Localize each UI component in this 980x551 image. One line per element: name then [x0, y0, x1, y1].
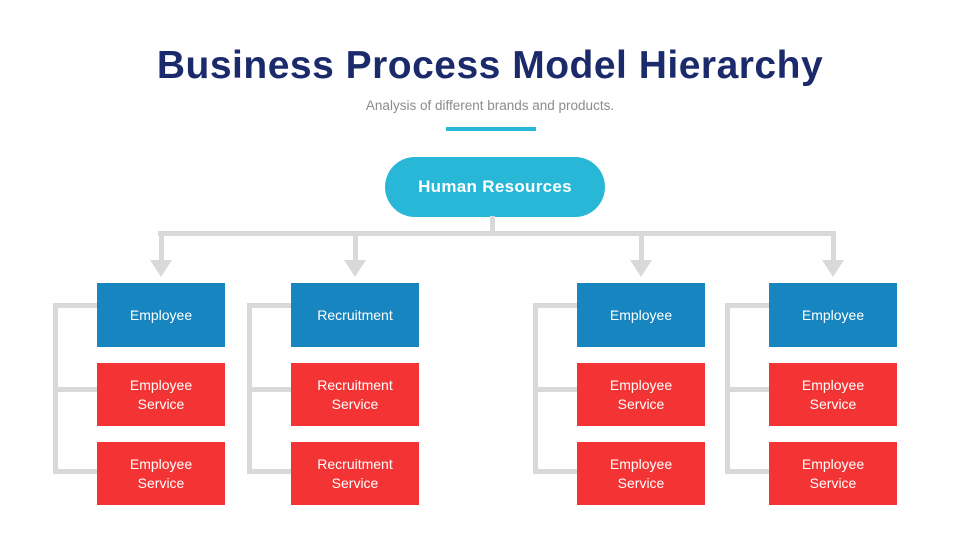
child-node-label: Employee Service [801, 455, 865, 491]
branch-stub [725, 469, 769, 474]
branch-header-label: Employee [609, 306, 673, 323]
child-node-label: Employee Service [129, 376, 193, 412]
child-node-label: Employee Service [801, 376, 865, 412]
branch-stub [533, 469, 577, 474]
child-node-label: Employee Service [129, 455, 193, 491]
child-node: Recruitment Service [291, 363, 419, 426]
branch-column-3: Employee Employee Service Employee Servi… [533, 283, 705, 505]
child-node: Employee Service [577, 363, 705, 426]
branch-header-label: Employee [129, 306, 193, 323]
drop-line-4 [831, 231, 836, 262]
branch-stub [725, 387, 769, 392]
root-node-label: Human Resources [418, 177, 572, 196]
branch-stub [533, 387, 577, 392]
trunk-line [158, 231, 836, 236]
subtitle-underline-accent [446, 127, 536, 131]
arrow-down-icon [344, 260, 366, 277]
arrow-down-icon [630, 260, 652, 277]
drop-line-1 [159, 231, 164, 262]
child-node-label: Employee Service [609, 376, 673, 412]
arrow-down-icon [150, 260, 172, 277]
drop-line-3 [639, 231, 644, 262]
branch-stub [725, 303, 769, 308]
arrow-down-icon [822, 260, 844, 277]
branch-header-node: Recruitment [291, 283, 419, 347]
child-node: Employee Service [97, 442, 225, 505]
root-node-human-resources: Human Resources [385, 157, 605, 217]
branch-header-label: Employee [801, 306, 865, 323]
child-node-label: Recruitment Service [317, 376, 393, 412]
page-subtitle: Analysis of different brands and product… [365, 98, 615, 113]
branch-stub [53, 303, 97, 308]
branch-header-node: Employee [577, 283, 705, 347]
child-node: Recruitment Service [291, 442, 419, 505]
branch-header-node: Employee [769, 283, 897, 347]
branch-stub [53, 469, 97, 474]
branch-stub [247, 469, 291, 474]
child-node: Employee Service [769, 363, 897, 426]
drop-line-2 [353, 231, 358, 262]
child-node: Employee Service [769, 442, 897, 505]
child-node-label: Employee Service [609, 455, 673, 491]
branch-column-1: Employee Employee Service Employee Servi… [53, 283, 225, 505]
branch-column-2: Recruitment Recruitment Service Recruitm… [247, 283, 419, 505]
branch-header-node: Employee [97, 283, 225, 347]
branch-stub [247, 387, 291, 392]
branch-stub [533, 303, 577, 308]
branch-column-4: Employee Employee Service Employee Servi… [725, 283, 897, 505]
root-stub-line [490, 216, 495, 232]
branch-header-label: Recruitment [317, 306, 393, 323]
child-node: Employee Service [577, 442, 705, 505]
branch-stub [53, 387, 97, 392]
page-title: Business Process Model Hierarchy [156, 44, 824, 87]
child-node: Employee Service [97, 363, 225, 426]
child-node-label: Recruitment Service [317, 455, 393, 491]
branch-stub [247, 303, 291, 308]
